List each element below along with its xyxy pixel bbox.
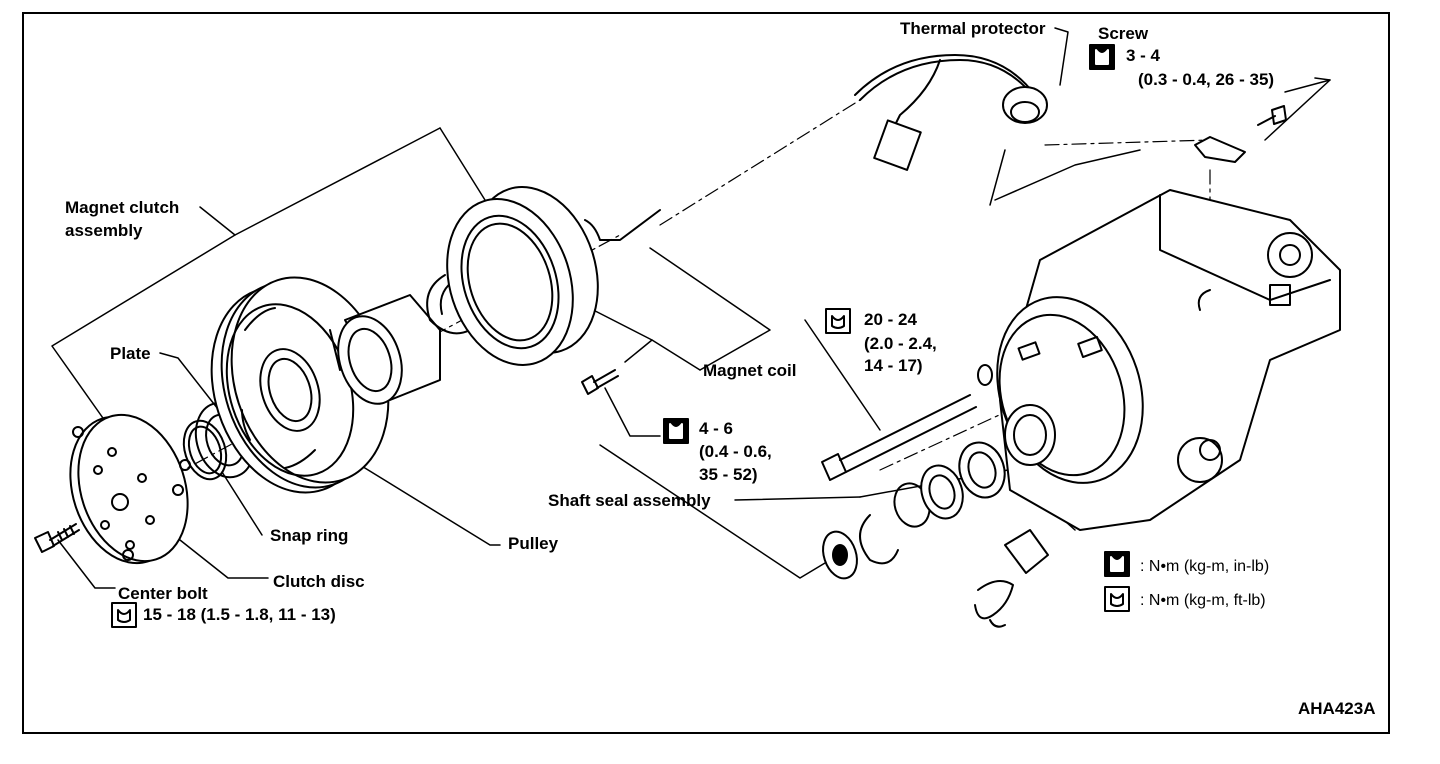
pulley-label: Pulley [508,534,559,553]
seal-clip-part [974,529,1049,628]
thermal-protector-label: Thermal protector [900,19,1046,38]
pulley-part [210,276,390,494]
magnet-clutch-label-line2: assembly [65,221,143,240]
through-bolt-torque-line1: 20 - 24 [864,310,917,329]
through-bolt-torque-line3: 14 - 17) [864,356,923,375]
harness-part [854,54,1048,171]
screw-torque-line1: 3 - 4 [1126,46,1161,65]
coil-screw-torque-line3: 35 - 52) [699,465,758,484]
clutch-disc-label: Clutch disc [273,572,365,591]
screw-label: Screw [1098,24,1149,43]
hub-part [337,294,441,405]
magnet-coil-part [446,186,661,366]
through-bolt-torque-line2: (2.0 - 2.4, [864,334,937,353]
torque-icons [111,44,1130,628]
coil-screw-part [581,369,619,395]
coil-screw-torque-line1: 4 - 6 [699,419,734,438]
plate-label: Plate [110,344,151,363]
shaft-seal-part [822,441,1006,580]
figure-id: AHA423A [1298,699,1376,718]
screw-torque-line2: (0.3 - 0.4, 26 - 35) [1138,70,1275,89]
legend-in-lb: : N•m (kg-m, in-lb) [1140,558,1270,575]
center-bolt-torque: 15 - 18 (1.5 - 1.8, 11 - 13) [143,605,336,624]
center-bolt-part [34,523,80,553]
magnet-clutch-label-line1: Magnet clutch [65,198,180,217]
screw-part [1194,105,1287,163]
compressor-body-part [996,189,1341,531]
magnet-coil-label: Magnet coil [703,361,797,380]
through-bolt-part [821,364,993,481]
diagram-frame [22,12,1390,734]
clutch-disc-part [69,413,189,565]
coil-screw-torque-line2: (0.4 - 0.6, [699,442,772,461]
shaft-seal-label: Shaft seal assembly [548,491,711,510]
legend-ft-lb: : N•m (kg-m, ft-lb) [1140,592,1266,609]
center-bolt-label: Center bolt [118,584,208,603]
snap-ring-label: Snap ring [270,526,349,545]
